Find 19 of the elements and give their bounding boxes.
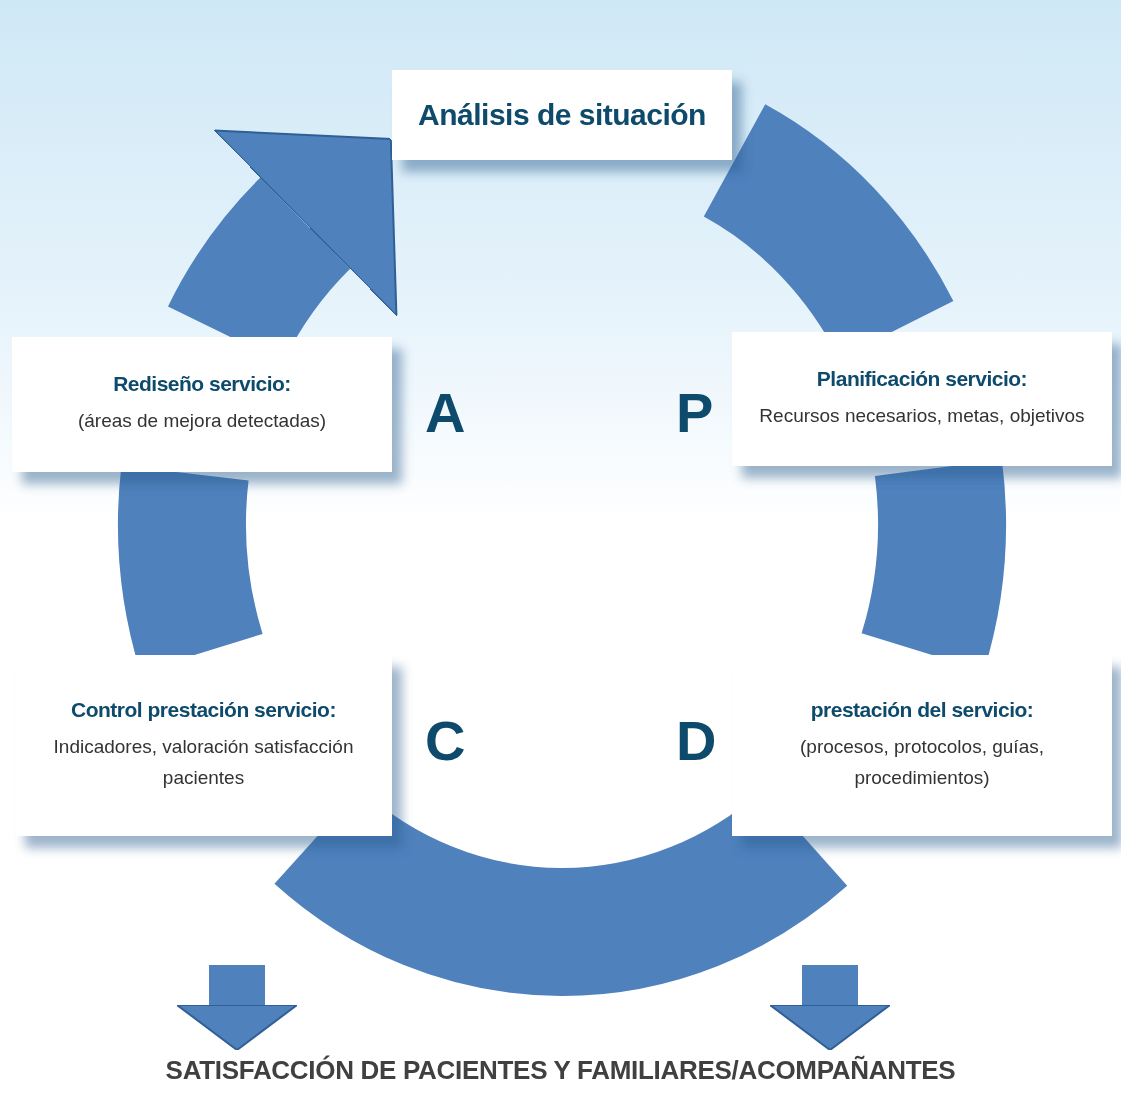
cycle-letter: A	[425, 380, 466, 445]
box-heading: Análisis de situación	[418, 98, 706, 132]
box-heading: Control prestación servicio:	[71, 698, 336, 723]
text-box	[392, 70, 732, 160]
text-box	[12, 337, 392, 472]
box-description: Indicadores, valoración satisfacción pacientes	[52, 735, 355, 790]
cycle-letter: C	[425, 708, 466, 773]
box-description: (áreas de mejora detectadas)	[77, 409, 327, 434]
text-box	[732, 332, 1112, 466]
cycle-letter: D	[676, 708, 717, 773]
down-arrow	[176, 965, 298, 1051]
conclusion-text: SATISFACCIÓN DE PACIENTES Y FAMILIARES/ACOMPAÑANTES	[165, 1054, 956, 1086]
down-arrow	[769, 965, 891, 1051]
box-heading: Rediseño servicio:	[113, 372, 291, 397]
box-heading: Planificación servicio:	[816, 366, 1028, 391]
box-description: (procesos, protocolos, guías, procedimientos)	[799, 735, 1045, 790]
box-heading: prestación del servicio:	[810, 698, 1034, 723]
cycle-letter: P	[676, 380, 714, 445]
box-description: Recursos necesarios, metas, objetivos	[759, 403, 1085, 428]
